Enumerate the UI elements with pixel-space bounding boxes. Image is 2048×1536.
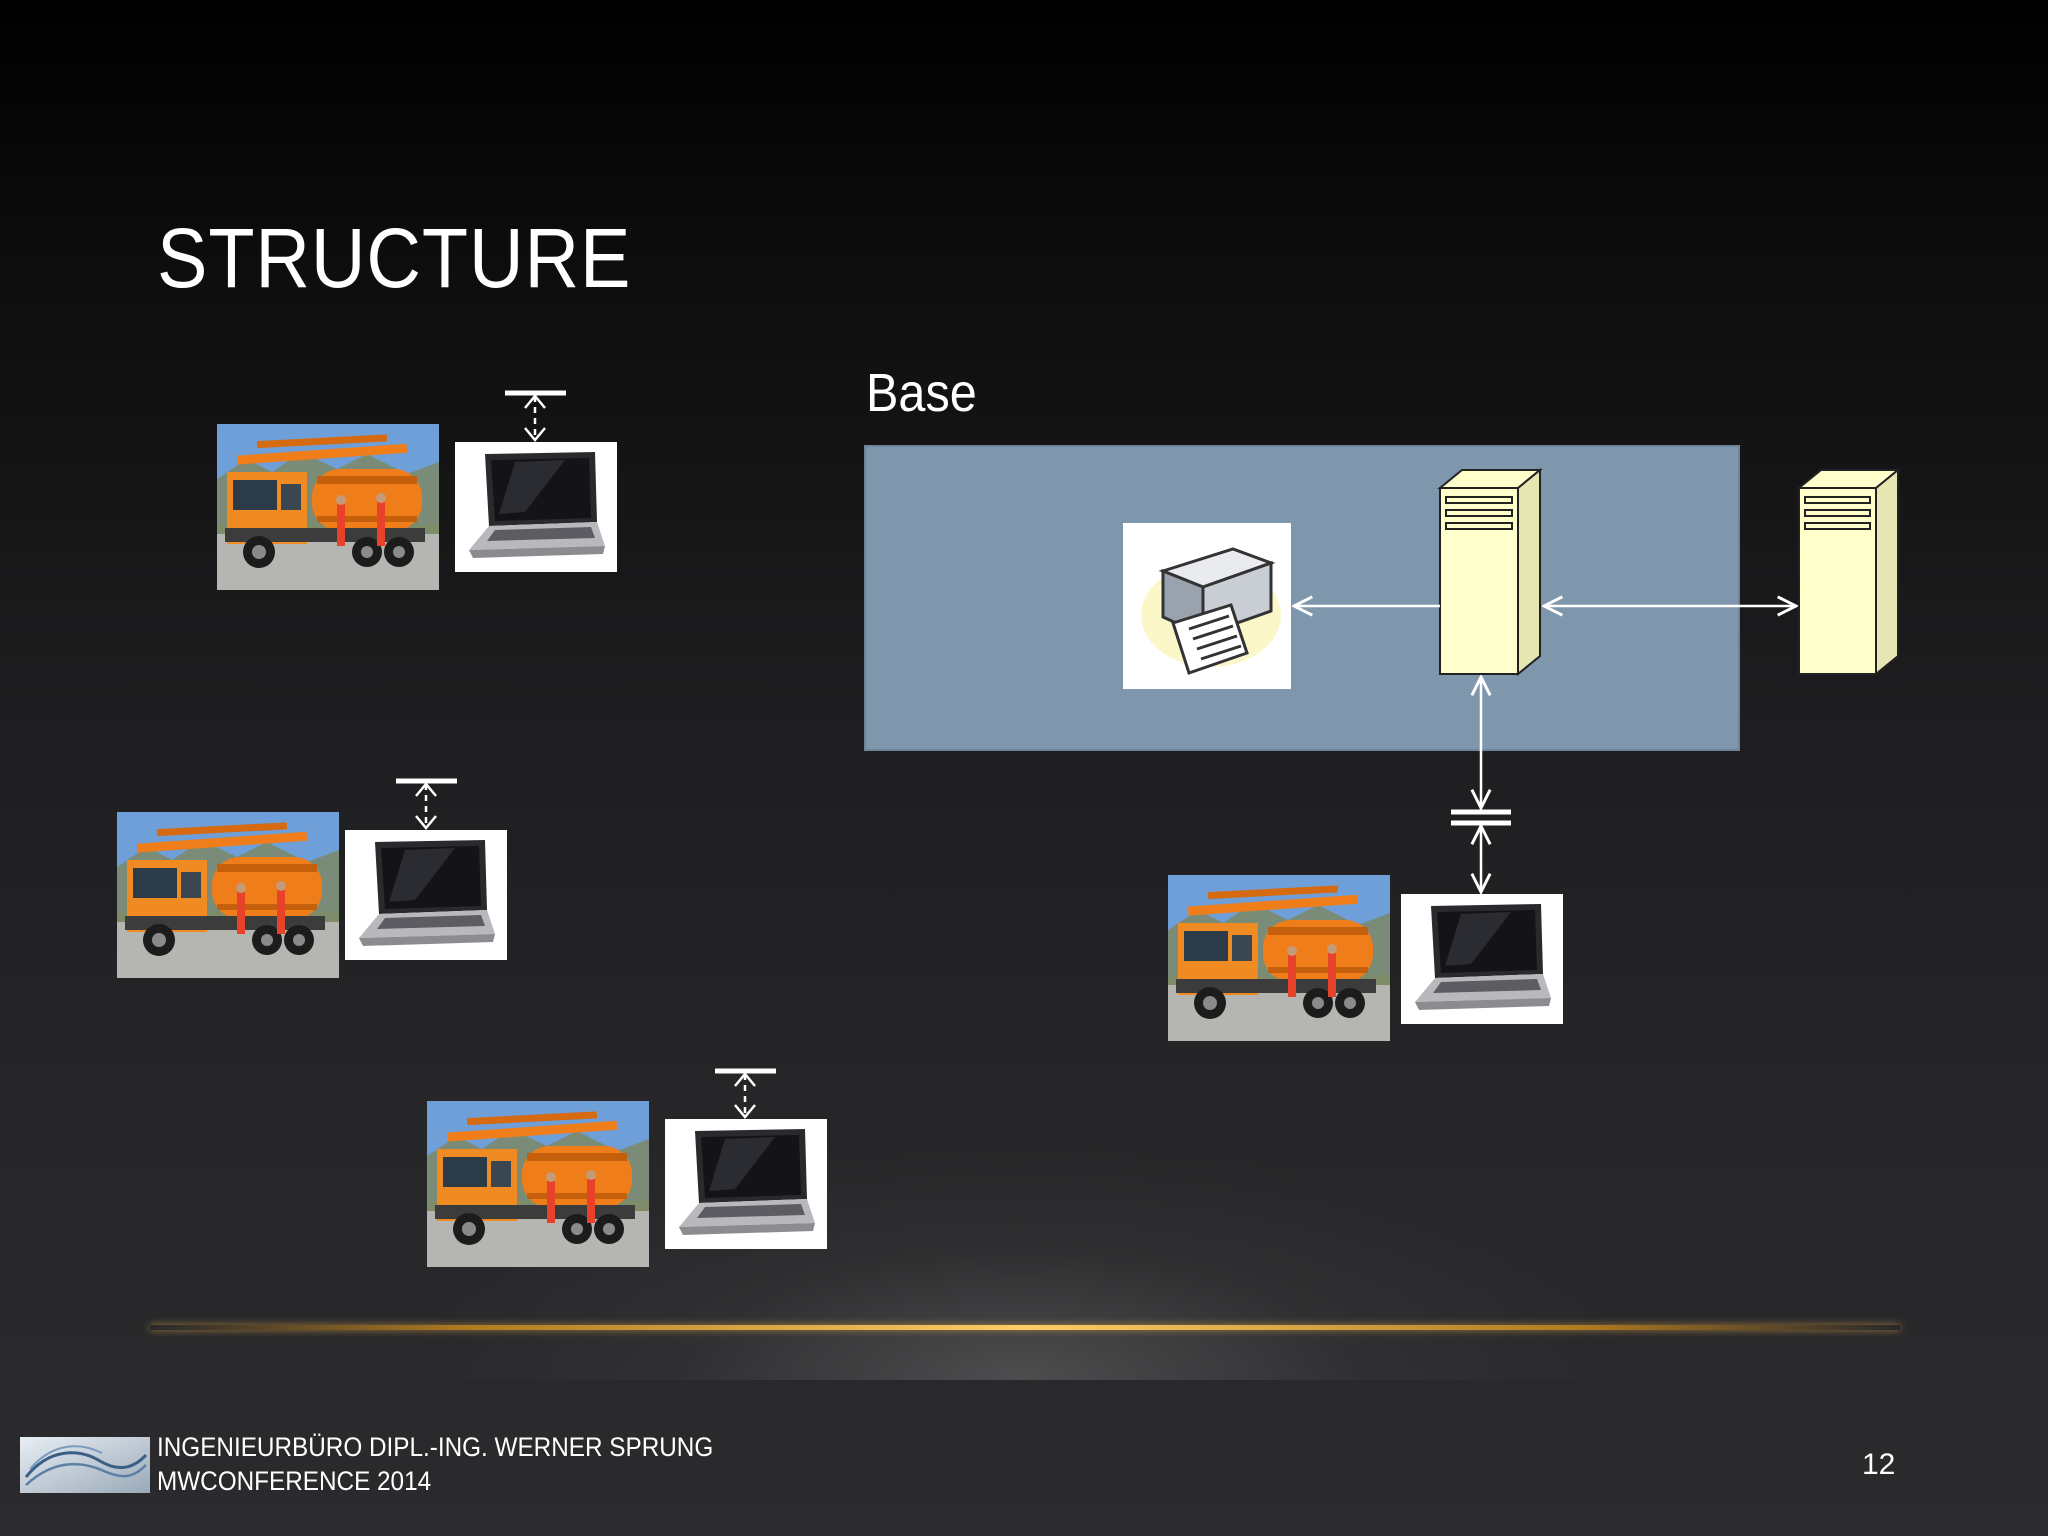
accent-divider-line [150, 1325, 1900, 1330]
server-tower-icon [1437, 467, 1543, 677]
laptop-photo-icon [1401, 894, 1563, 1024]
server-tower-icon [1796, 467, 1901, 677]
footer-conference: MWCONFERENCE 2014 [157, 1466, 432, 1496]
footer-company-name: INGENIEURBÜRO DIPL.-ING. WERNER SPRUNG [157, 1432, 714, 1462]
laptop-photo-icon [455, 442, 617, 572]
disconnect-symbol [396, 778, 457, 830]
printer-icon [1123, 523, 1291, 689]
disconnect-symbol [1451, 809, 1511, 826]
company-logo-icon [20, 1437, 150, 1493]
base-label: Base [866, 363, 977, 423]
slide-title: STRUCTURE [157, 211, 632, 305]
page-number: 12 [1862, 1448, 1896, 1481]
laptop-photo-icon [345, 830, 507, 960]
disconnect-symbol [505, 390, 566, 442]
laptop-photo-icon [665, 1119, 827, 1249]
disconnect-symbol [715, 1068, 776, 1119]
